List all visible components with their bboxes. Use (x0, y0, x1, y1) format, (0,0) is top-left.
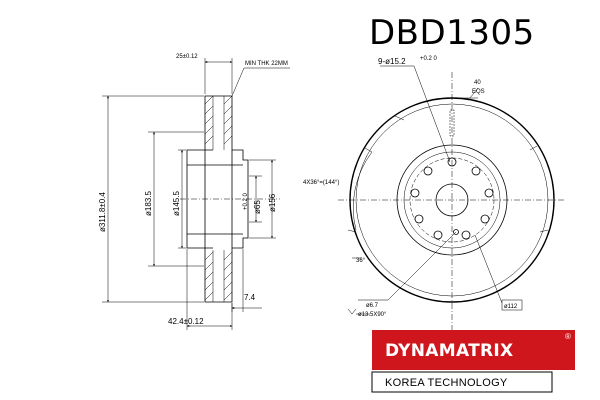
brand-logo: DYNAMATRIX ® KOREA TECHNOLOGY (371, 330, 575, 393)
diameter-183-label: ø183.5 (144, 191, 153, 216)
brand-box (372, 330, 575, 370)
bolt-holes (410, 157, 494, 240)
front-view: 9-ø15.2 +0.2 0 40 EQS 4X36°=(144°) 36° ø… (303, 56, 565, 330)
dim-pcd: ø112 (474, 234, 523, 311)
bolt-holes-label: 9-ø15.2 (378, 57, 406, 66)
angle-36-label: 36° (356, 258, 366, 264)
dim-diameter-145: ø145.5 (172, 149, 186, 249)
tagline-box (371, 371, 553, 393)
outer-diameter-label: ø311.8±0.4 (98, 192, 107, 232)
eqs-slots (449, 97, 478, 137)
min-thickness-label: MIN THK 22MM (245, 61, 288, 67)
dim-angle-144: 4X36°=(144°) (303, 151, 373, 231)
dim-total-height: 42.4±0.12 (168, 249, 233, 330)
side-view: 25±0.12 MIN THK 22MM ø311.8±0.4 ø183.5 (98, 54, 290, 330)
tagline: KOREA TECHNOLOGY (385, 377, 508, 389)
eqs-label: EQS (472, 89, 485, 95)
dim-diameter-65: ø65 +0.2 0 (243, 175, 262, 223)
angle-ticks (347, 115, 549, 233)
total-height-label: 42.4±0.12 (168, 317, 204, 326)
small-hole-label: ø6.7 (366, 303, 379, 309)
dim-hub-thickness: 25±0.12 (176, 54, 233, 94)
hat-outer-edge (396, 144, 508, 256)
dim-depth-7: 7.4 (231, 249, 262, 312)
dim-angle-36: 36° (352, 257, 366, 264)
pcd-label: ø112 (504, 304, 518, 310)
dim-eqs: 40 EQS (469, 80, 485, 99)
dim-min-thickness: MIN THK 22MM (231, 61, 290, 97)
center-bore (435, 183, 469, 217)
bolt-holes-tolerance: +0.2 0 (420, 56, 438, 62)
part-number-title: DBD1305 (369, 13, 535, 53)
diameter-65-tolerance: +0.2 0 (243, 192, 249, 210)
registered-mark: ® (565, 332, 571, 341)
eqs-count-label: 40 (474, 80, 481, 86)
diameter-156-label: ø156 (268, 193, 277, 212)
dim-bolt-holes: 9-ø15.2 +0.2 0 (378, 56, 451, 163)
angle-144-label: 4X36°=(144°) (303, 180, 339, 186)
dim-diameter-183: ø183.5 (144, 131, 204, 267)
countersink-label: ø13.5X90° (358, 312, 387, 318)
diameter-65-label: ø65 (253, 200, 262, 214)
dim-small-hole: ø6.7 ø13.5X90° (347, 231, 457, 318)
depth-7-label: 7.4 (244, 293, 256, 302)
dim-diameter-156: ø156 (249, 159, 277, 239)
brand-name: DYNAMATRIX (385, 341, 513, 361)
disc-section (180, 95, 280, 303)
diameter-145-label: ø145.5 (172, 191, 181, 216)
small-hole (453, 229, 459, 235)
hub-thickness-label: 25±0.12 (176, 54, 198, 60)
